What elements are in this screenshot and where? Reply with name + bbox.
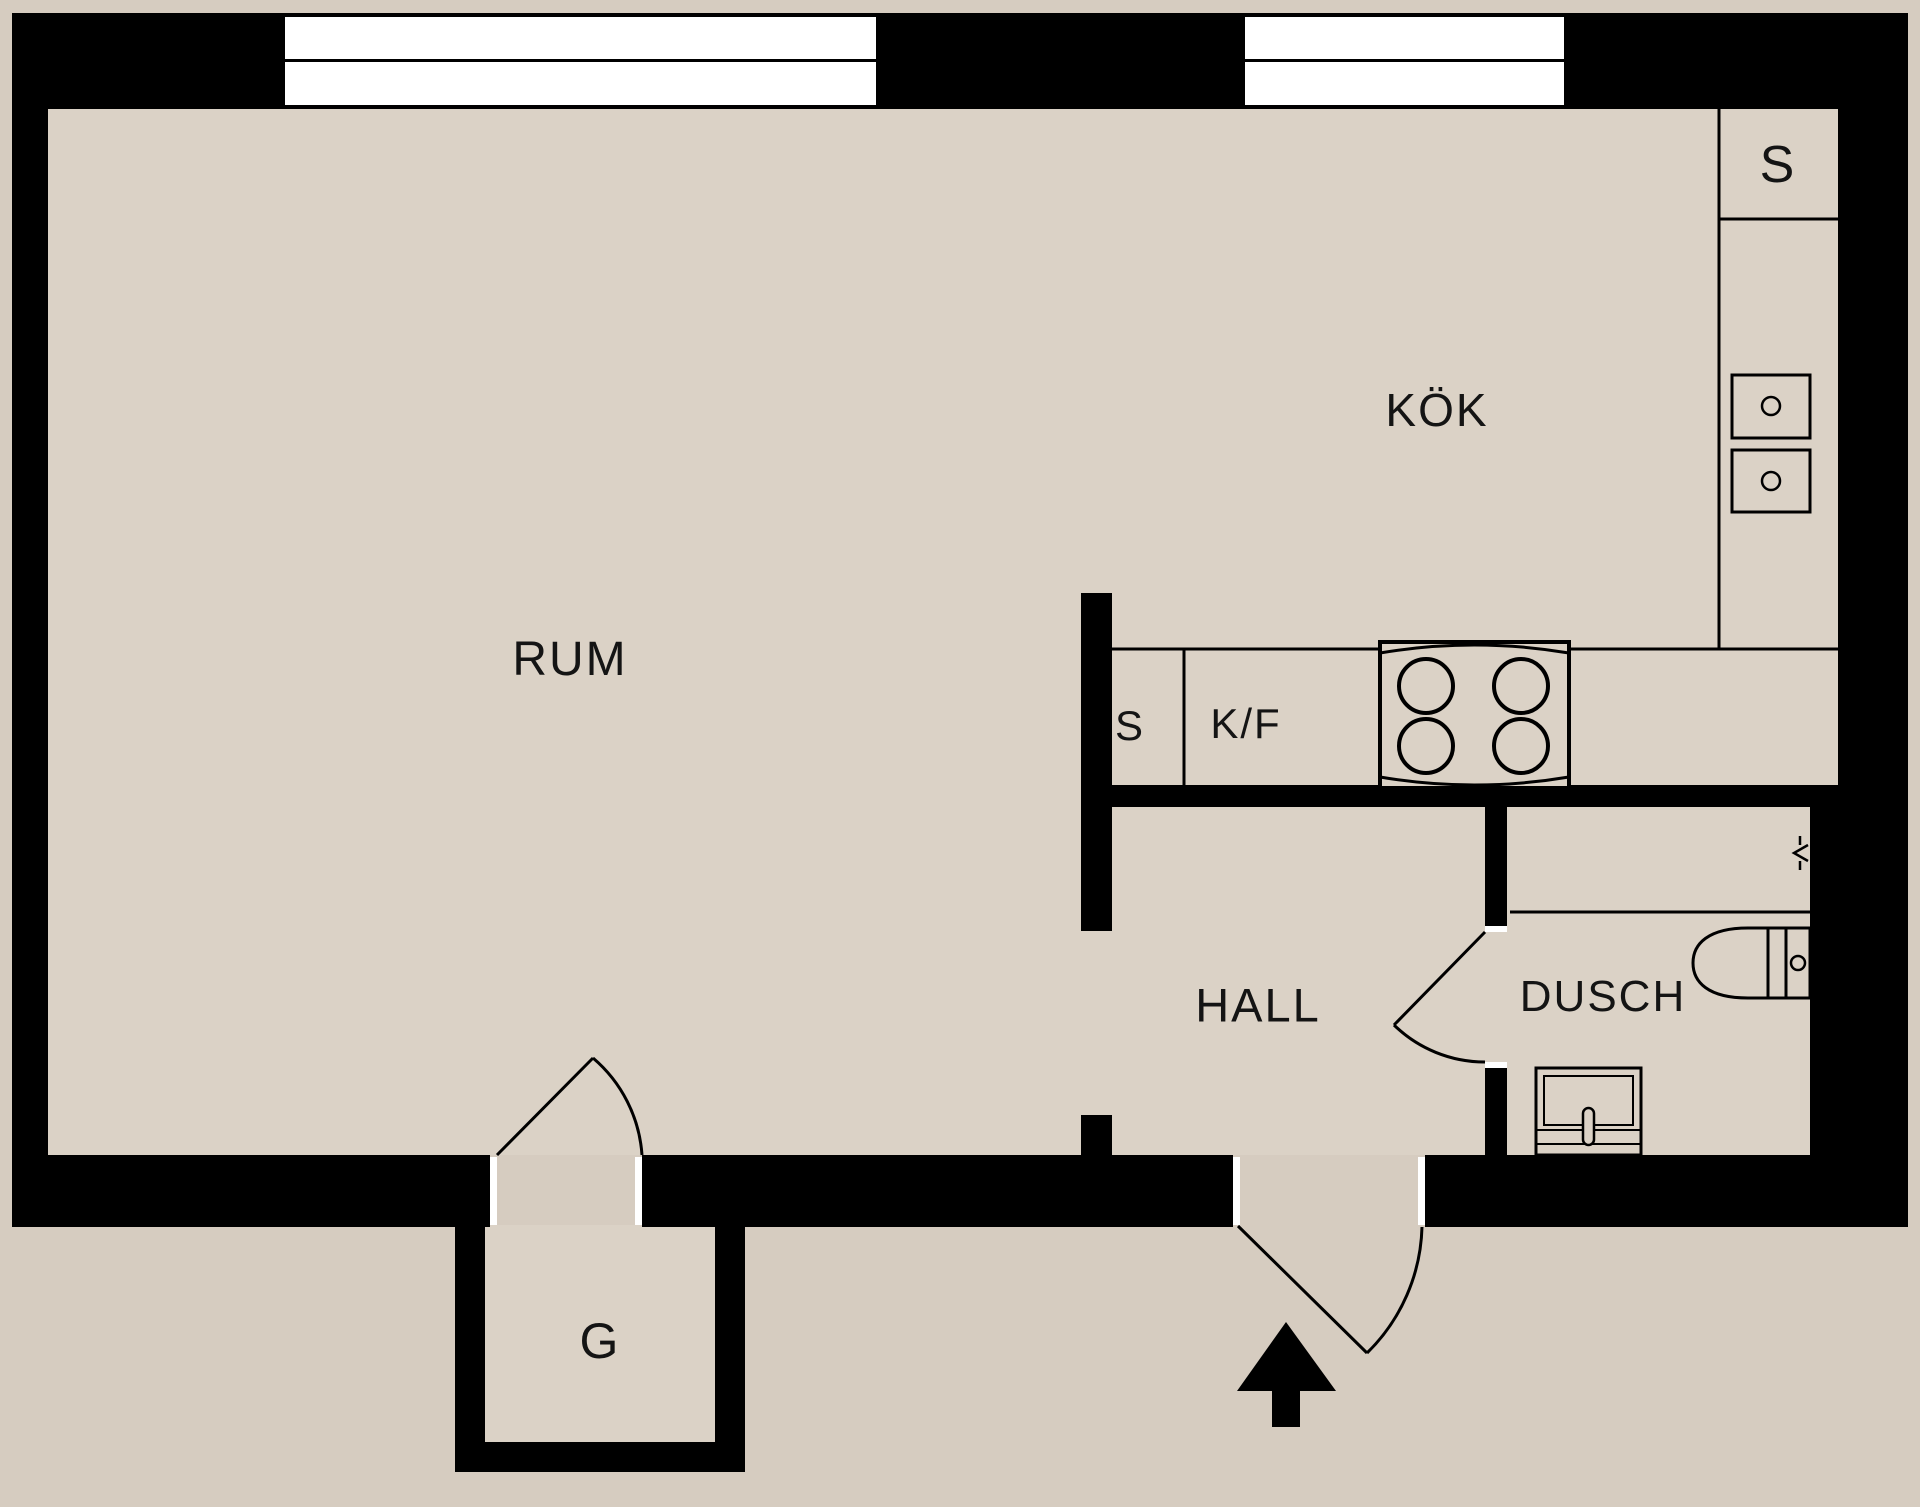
- burner-icon: [1492, 657, 1550, 715]
- burner-icon: [1492, 717, 1550, 775]
- wall-dusch-lower: [1485, 1068, 1507, 1157]
- drawer-knob-1-icon: [1760, 395, 1782, 417]
- window-2: [1243, 15, 1566, 107]
- room-label-garderob: G: [579, 1313, 621, 1369]
- wall-stub-hall: [1081, 1115, 1112, 1157]
- windows: [283, 15, 1566, 107]
- door-dusch: [1392, 930, 1487, 1064]
- drawer-box-1: [1730, 373, 1812, 440]
- closet-g-wall-right: [715, 1225, 745, 1472]
- window-1: [283, 15, 878, 107]
- wall-dusch-upper: [1485, 807, 1507, 926]
- wall-stub-kitchen: [1081, 593, 1112, 931]
- walls: [12, 13, 1908, 1472]
- door-jambs: [490, 926, 1507, 1225]
- stove-icon: [1378, 640, 1571, 790]
- entrance-arrow-icon: [1237, 1322, 1336, 1427]
- floor-area: [48, 109, 1838, 1442]
- room-label-rum: RUM: [512, 633, 628, 686]
- wall-left: [12, 13, 48, 1227]
- wall-kitchen-hall: [1112, 785, 1838, 807]
- wall-right-upper: [1838, 13, 1908, 787]
- room-label-hall: HALL: [1195, 978, 1321, 1032]
- drawer-box-2: [1730, 448, 1812, 514]
- closet-g-floor: [485, 1225, 715, 1442]
- sink-icon: [1534, 1066, 1643, 1157]
- closet-g-wall-bottom: [455, 1442, 745, 1472]
- toilet-icon: [1691, 926, 1812, 1000]
- room-label-dusch: DUSCH: [1519, 972, 1687, 1021]
- door-closet-g: [495, 1056, 644, 1157]
- fixture-label-sink: S: [1114, 702, 1146, 749]
- wall-bottom-middle: [642, 1155, 1233, 1227]
- wall-bottom-left: [12, 1155, 490, 1227]
- room-label-kok: KÖK: [1385, 384, 1489, 436]
- wall-bottom-right: [1425, 1155, 1908, 1227]
- burner-icon: [1397, 657, 1455, 715]
- vent-icon: [1791, 836, 1809, 870]
- closet-g-wall-left: [455, 1225, 485, 1472]
- drawer-knob-2-icon: [1760, 470, 1782, 492]
- counter-drawers: [1730, 373, 1812, 514]
- wall-right-lower: [1810, 787, 1908, 1227]
- doors: [495, 930, 1487, 1355]
- door-entrance: [1236, 1224, 1424, 1355]
- burner-icon: [1397, 717, 1455, 775]
- fixture-label-closet: S: [1759, 136, 1797, 194]
- fixture-label-fridge-freezer: K/F: [1210, 700, 1282, 747]
- bathroom: [1510, 836, 1812, 1157]
